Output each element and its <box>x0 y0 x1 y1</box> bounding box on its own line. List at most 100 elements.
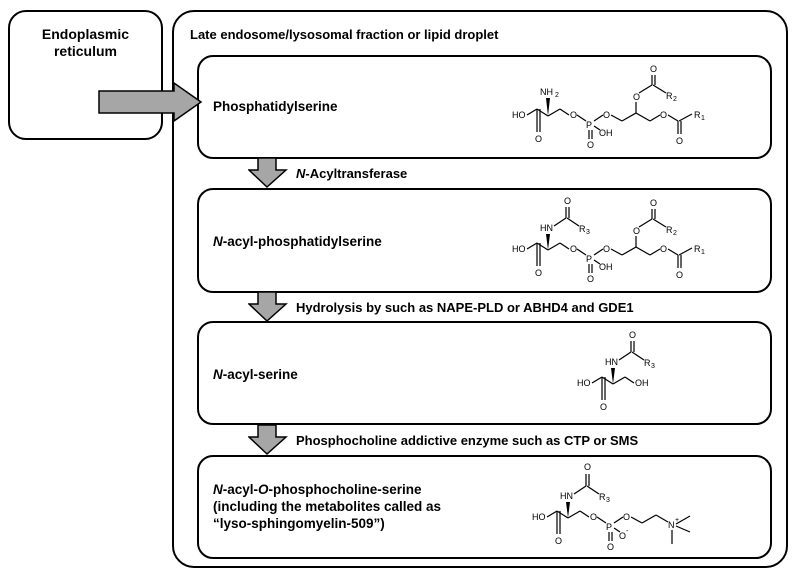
bond <box>593 248 604 256</box>
stage-box-phosphatidylserine <box>197 55 772 159</box>
bond <box>553 217 567 227</box>
bond <box>621 246 637 256</box>
bond <box>667 114 679 122</box>
atom-o: O <box>570 110 577 120</box>
bond <box>559 108 570 116</box>
atom-ho: HO <box>512 110 526 120</box>
atom-r2: R <box>666 91 673 101</box>
er-label-line2: reticulum <box>53 43 117 59</box>
atom-r2: R <box>666 225 673 235</box>
bond <box>638 218 653 228</box>
er-to-container-arrow <box>98 82 203 122</box>
atom-o: O <box>555 536 562 546</box>
atom-o: O <box>587 140 594 150</box>
step-label-phosphocholine-enzyme: Phosphocholine addictive enzyme such as … <box>296 433 639 448</box>
big-arrow-shape <box>98 82 203 122</box>
bond <box>591 376 603 384</box>
atom-p: P <box>606 522 612 532</box>
plus-charge: + <box>675 517 679 524</box>
stage-box-n-acyl-o-phosphocholine-serine <box>197 455 772 559</box>
structure-n-acyl-serine: HO O HN O R 3 OH <box>577 330 655 412</box>
bond <box>610 248 623 256</box>
bond <box>601 376 614 385</box>
atom-o: O <box>650 198 657 208</box>
bond <box>612 376 626 385</box>
atom-hn: HN <box>540 223 553 233</box>
step-label-hydrolysis: Hydrolysis by such as NAPE-PLD or ABHD4 … <box>296 300 634 315</box>
atom-o: O <box>623 512 630 522</box>
bond <box>641 514 657 524</box>
r3-subscript: 3 <box>606 497 610 504</box>
bond <box>526 242 538 250</box>
atom-r1: R <box>694 110 701 120</box>
down-arrow-shape <box>248 291 288 323</box>
bond <box>678 113 693 122</box>
r2-subscript: 2 <box>673 230 677 237</box>
atom-o: O <box>584 462 591 472</box>
bond <box>613 516 624 524</box>
bond <box>649 248 661 256</box>
atom-ho: HO <box>532 512 546 522</box>
bond <box>576 248 587 256</box>
bond <box>649 114 661 122</box>
atom-o: O <box>633 226 640 236</box>
bond <box>566 217 580 227</box>
step-label-n-acyltransferase: N-Acyltransferase <box>296 166 407 181</box>
atom-o-minus: O <box>619 531 626 541</box>
atom-o: O <box>607 542 614 552</box>
wedge-bond <box>566 502 570 518</box>
atom-o: O <box>603 244 610 254</box>
step-arrow-3 <box>248 424 288 456</box>
stage-label-n-acyl-o-phosphocholine-serine: N-acyl-O-phosphocholine-serine (includin… <box>213 481 441 532</box>
bond <box>573 485 587 495</box>
bond <box>678 247 693 256</box>
container-title: Late endosome/lysosomal fraction or lipi… <box>190 27 499 42</box>
atom-hn: HN <box>560 491 573 501</box>
r3-subscript: 3 <box>651 363 655 370</box>
r3-subscript: 3 <box>586 229 590 236</box>
label-line3: “lyso-sphingomyelin-509”) <box>213 516 385 531</box>
bond <box>579 510 590 518</box>
bond <box>556 510 569 519</box>
stage-label-n-acyl-serine: N-acyl-serine <box>213 366 298 383</box>
atom-o: O <box>600 402 607 412</box>
atom-p: P <box>586 120 592 130</box>
atom-n-plus: N <box>668 520 675 530</box>
down-arrow-shape <box>248 157 288 189</box>
atom-r3: R <box>599 492 606 502</box>
r1-subscript: 1 <box>701 115 705 122</box>
bond <box>652 84 667 94</box>
italic-n: N <box>213 482 223 497</box>
bond <box>675 525 691 533</box>
stage-label-phosphatidylserine: Phosphatidylserine <box>213 99 338 114</box>
label-rest: -Acyltransferase <box>305 166 408 181</box>
bond <box>536 242 549 251</box>
bond <box>667 248 679 256</box>
bond <box>576 114 587 122</box>
italic-n: N <box>213 367 223 382</box>
italic-n: N <box>213 234 223 249</box>
wedge-bond <box>546 98 550 116</box>
bond <box>596 516 607 524</box>
atom-o: O <box>650 64 657 74</box>
atom-oh: OH <box>635 378 649 388</box>
atom-o: O <box>535 134 542 144</box>
atom-r3: R <box>579 224 586 234</box>
structure-n-acyl-phosphatidylserine: HO O HN O R 3 O P O OH O O O R 2 O O R 1 <box>512 196 705 284</box>
atom-r3: R <box>644 358 651 368</box>
atom-nh2: NH <box>540 87 553 97</box>
bond <box>631 351 645 361</box>
atom-oh: OH <box>599 262 613 272</box>
bond <box>586 485 600 495</box>
minus-charge: - <box>626 528 629 535</box>
atom-o: O <box>603 110 610 120</box>
label-rest: -acyl-serine <box>222 367 298 382</box>
stage-box-n-acyl-serine <box>197 321 772 425</box>
atom-o: O <box>564 196 571 206</box>
r2-subscript: 2 <box>673 96 677 103</box>
label-mid: -acyl- <box>222 482 259 497</box>
atom-p: P <box>586 254 592 264</box>
step-arrow-2 <box>248 291 288 323</box>
stage-box-n-acyl-phosphatidylserine <box>197 188 772 293</box>
r1-subscript: 1 <box>701 249 705 256</box>
